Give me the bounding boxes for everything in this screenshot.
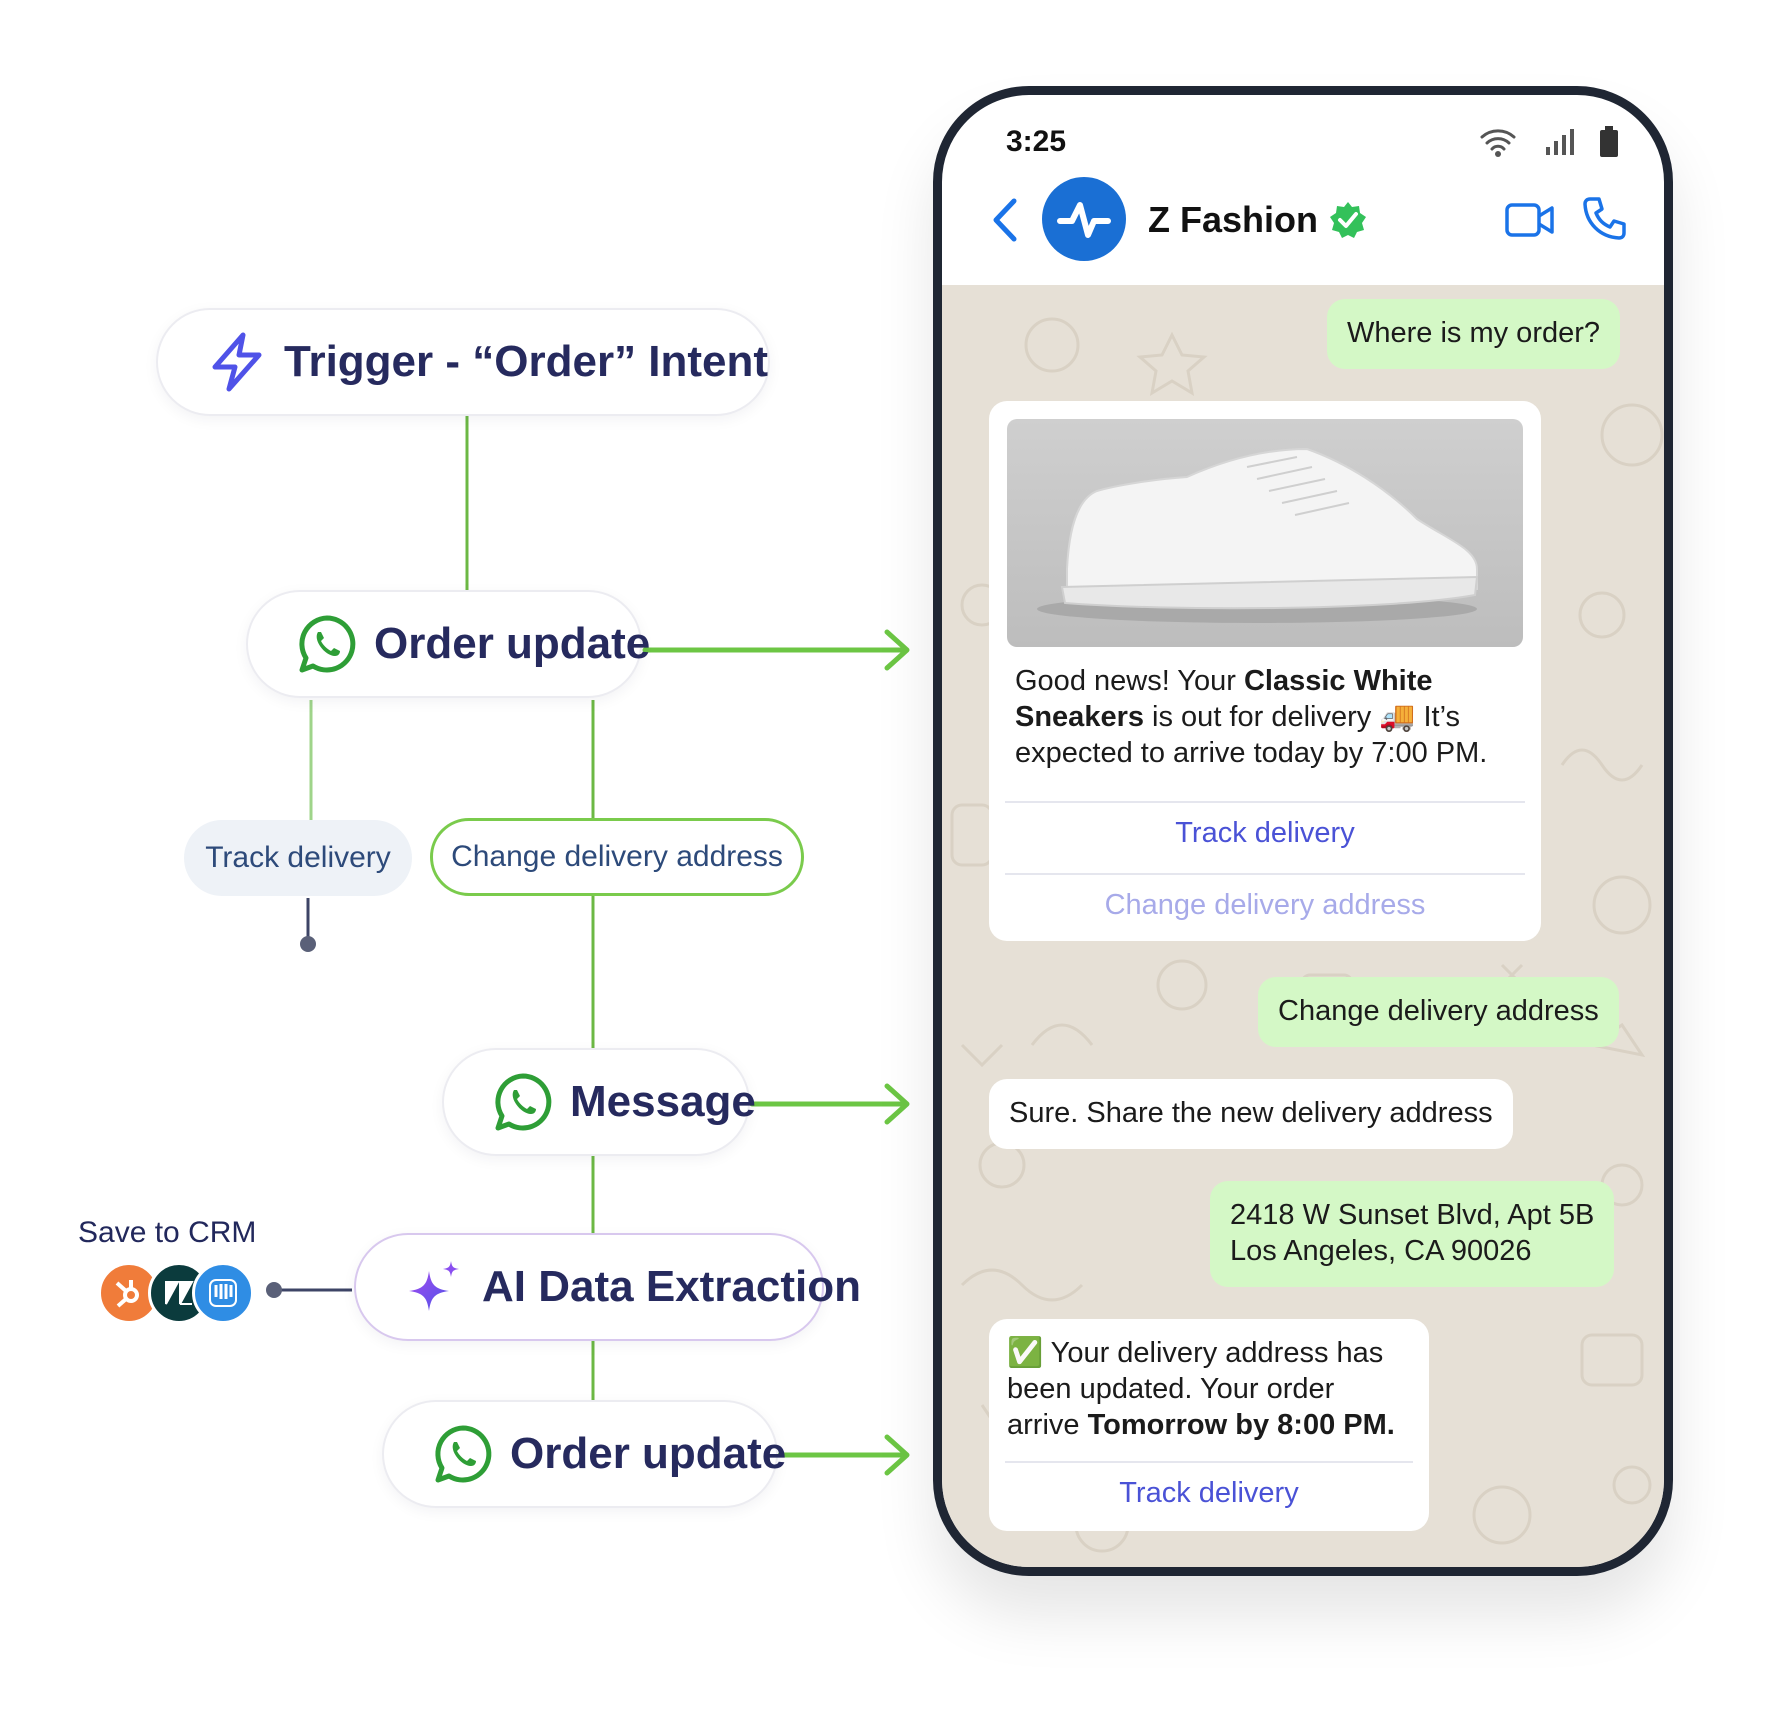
arrow-to-phone	[642, 629, 910, 671]
avatar[interactable]	[1042, 177, 1126, 261]
order-update-label: Order update	[510, 1429, 787, 1478]
signal-icon	[1546, 129, 1574, 155]
track-delivery-button[interactable]: Track delivery	[1175, 817, 1355, 849]
incoming-message: Sure. Share the new delivery address	[989, 1079, 1513, 1149]
whatsapp-icon	[432, 1423, 494, 1485]
phone-mockup: 3:25 Z Fashion	[933, 86, 1673, 1576]
sparkle-icon	[404, 1256, 466, 1318]
message-text: Where is my order?	[1347, 317, 1601, 349]
order-update-node[interactable]: Order update	[246, 590, 650, 698]
chip-label: Change delivery address	[451, 840, 783, 873]
contact-name: Z Fashion	[1148, 199, 1368, 241]
chip-label: Track delivery	[205, 841, 391, 874]
check-emoji-icon: ✅	[1007, 1337, 1044, 1369]
ai-extraction-label: AI Data Extraction	[482, 1262, 861, 1311]
contact-name-text: Z Fashion	[1148, 199, 1318, 240]
track-delivery-button[interactable]: Track delivery	[1119, 1477, 1299, 1509]
whatsapp-icon	[296, 613, 358, 675]
verified-badge-icon	[1330, 202, 1366, 238]
message-text: Good news! Your	[1015, 665, 1244, 697]
divider	[1005, 873, 1525, 875]
incoming-card-message: Good news! Your Classic White Sneakers i…	[989, 401, 1541, 941]
track-delivery-chip[interactable]: Track delivery	[184, 820, 412, 896]
divider	[1005, 1461, 1413, 1463]
crm-logos	[98, 1262, 258, 1332]
order-update-label: Order update	[374, 619, 651, 668]
phone-call-icon[interactable]	[1582, 195, 1628, 241]
divider	[1005, 801, 1525, 803]
arrow-to-phone	[777, 1434, 910, 1476]
white-sneaker-photo	[1007, 419, 1523, 647]
message-text: Your delivery address has been updated. …	[1007, 1337, 1384, 1441]
sneaker-illustration	[1037, 447, 1479, 623]
message-body: ✅ Your delivery address has been updated…	[1007, 1335, 1413, 1443]
outgoing-message: Where is my order?	[1327, 299, 1621, 369]
chevron-left-icon[interactable]	[988, 195, 1022, 245]
outgoing-message: 2418 W Sunset Blvd, Apt 5B Los Angeles, …	[1210, 1181, 1615, 1287]
battery-icon	[1600, 126, 1618, 157]
wifi-icon	[1480, 129, 1516, 157]
order-update-node[interactable]: Order update	[382, 1400, 786, 1508]
message-text: is out for delivery 🚚 It’s expected to a…	[1015, 701, 1488, 769]
card-body-text: Good news! Your Classic White Sneakers i…	[1015, 663, 1525, 771]
message-label: Message	[570, 1077, 756, 1126]
intercom-logo[interactable]	[192, 1262, 254, 1324]
arrow-to-phone	[749, 1083, 910, 1125]
ai-extraction-node[interactable]: AI Data Extraction	[354, 1233, 861, 1341]
message-bold-text: Classic White Sneakers	[1015, 665, 1433, 733]
hubspot-logo[interactable]	[98, 1262, 160, 1324]
video-call-icon[interactable]	[1504, 201, 1556, 239]
message-node[interactable]: Message	[442, 1048, 756, 1156]
trigger-node[interactable]: Trigger - “Order” Intent	[156, 308, 770, 416]
address-line-2: Los Angeles, CA 90026	[1230, 1235, 1532, 1267]
message-text: Sure. Share the new delivery address	[1009, 1097, 1493, 1129]
brand-logo-icon	[1057, 202, 1111, 238]
incoming-card-message: ✅ Your delivery address has been updated…	[989, 1319, 1429, 1531]
message-bold-text: Tomorrow by 8:00 PM.	[1087, 1409, 1395, 1441]
lightning-bolt-icon	[206, 331, 268, 393]
message-text: Change delivery address	[1278, 995, 1599, 1027]
trigger-label: Trigger - “Order” Intent	[284, 337, 769, 386]
save-to-crm-label: Save to CRM	[78, 1216, 257, 1249]
change-address-button[interactable]: Change delivery address	[1104, 889, 1426, 921]
whatsapp-icon	[492, 1071, 554, 1133]
connector-end-dot	[266, 1282, 282, 1298]
connector-end-dot	[300, 936, 316, 952]
change-address-chip[interactable]: Change delivery address	[430, 818, 804, 896]
outgoing-message: Change delivery address	[1258, 977, 1619, 1047]
status-time: 3:25	[1006, 125, 1067, 158]
address-line-1: 2418 W Sunset Blvd, Apt 5B	[1230, 1199, 1595, 1231]
